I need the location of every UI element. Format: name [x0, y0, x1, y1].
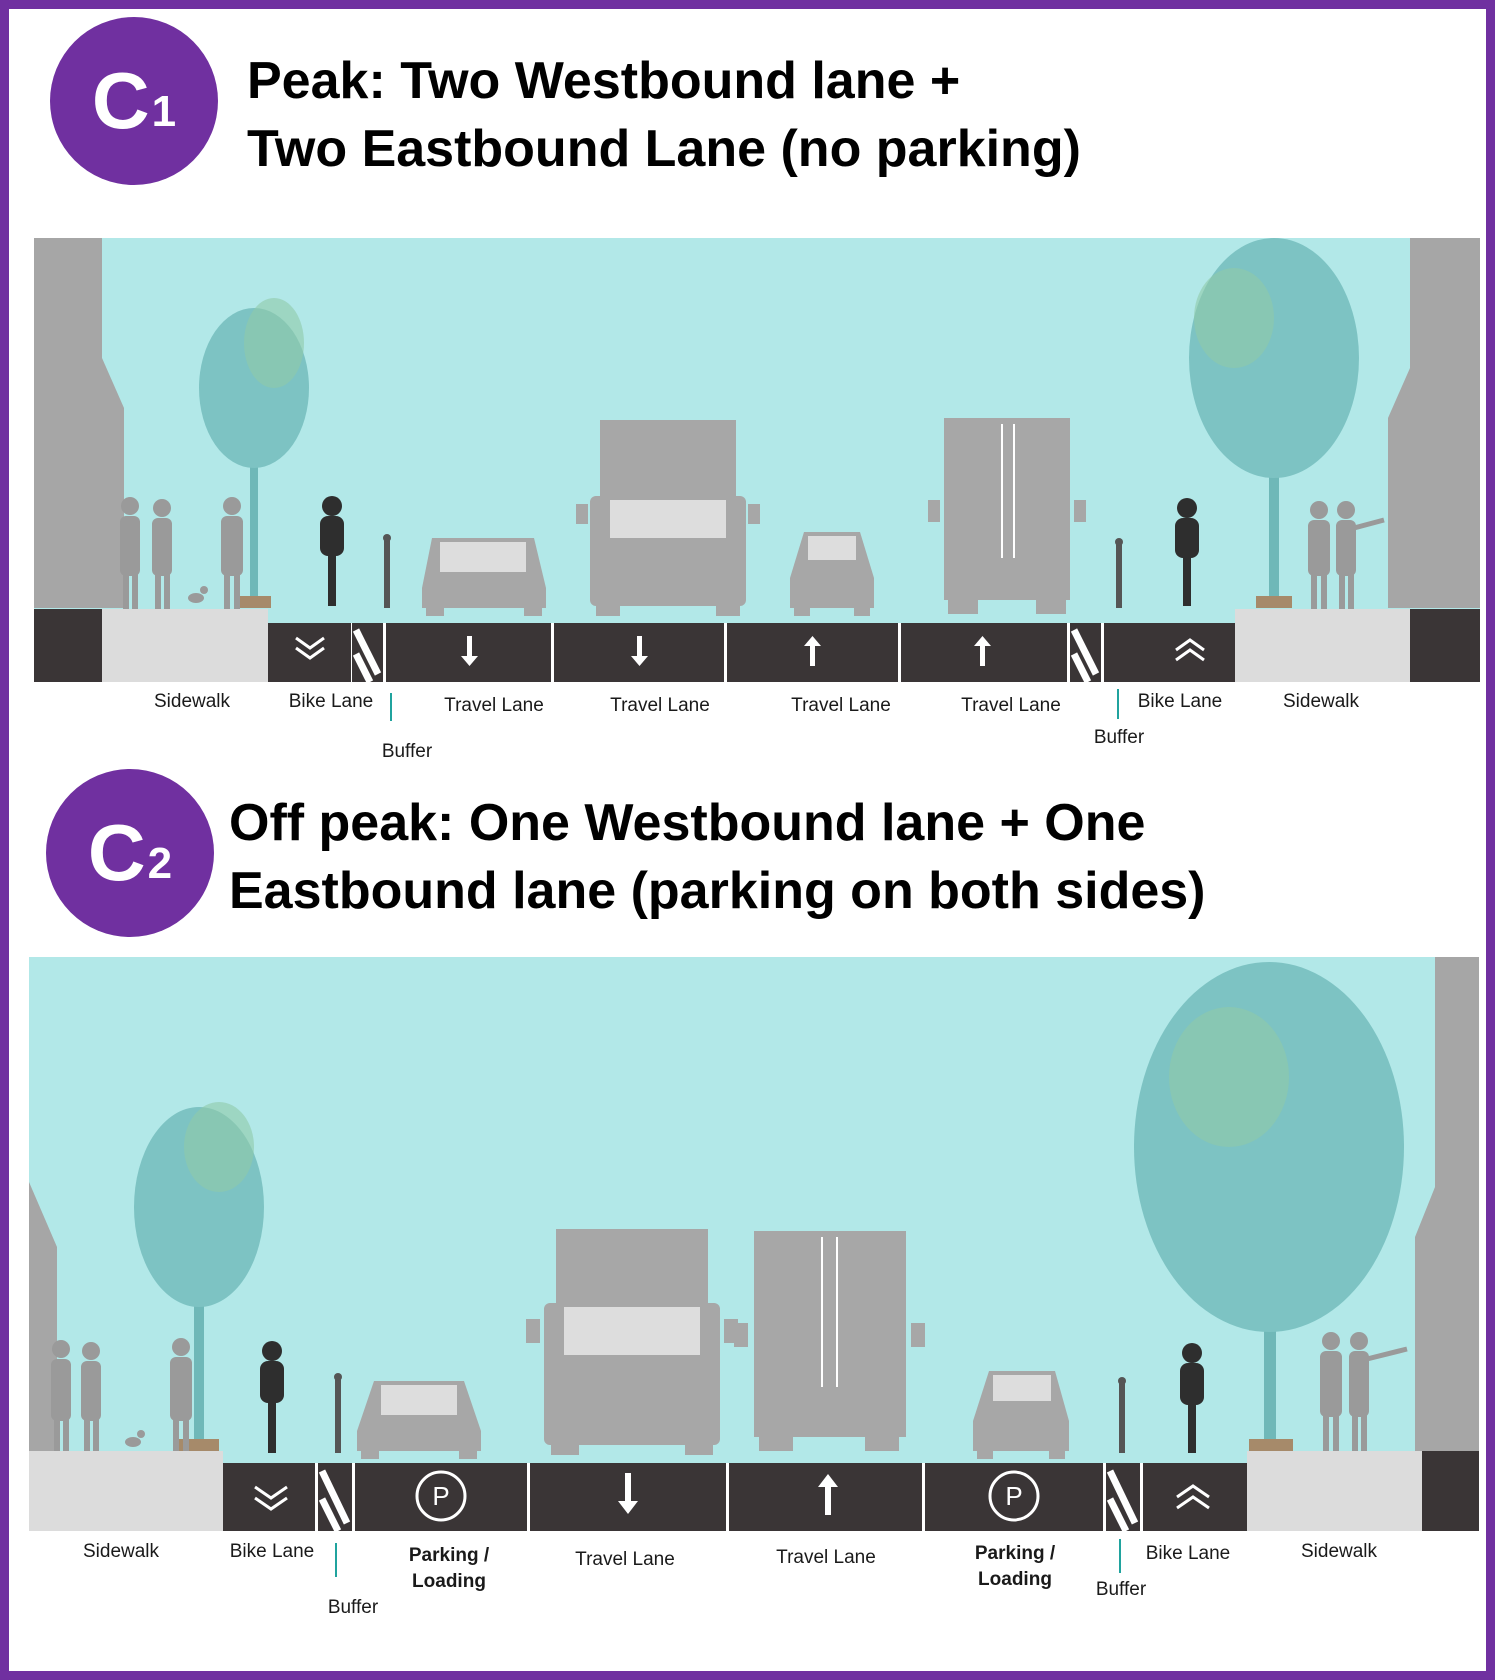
- label-buffer-right: Buffer: [1095, 1579, 1147, 1600]
- box-truck-westbound-icon: [526, 1229, 738, 1455]
- parking-icon: P: [988, 1470, 1040, 1522]
- cyclist-right-icon: [1175, 498, 1199, 606]
- street-cross-section-c2: P P: [29, 957, 1479, 1531]
- section-title-c2: Off peak: One Westbound lane + One Eastb…: [229, 789, 1206, 925]
- label-parking-loading-right: Parking / Loading: [975, 1541, 1055, 1593]
- chevron-up-icon: [1175, 638, 1205, 662]
- chevron-down-icon: [254, 1485, 288, 1511]
- parking-label-line-2: Loading: [978, 1569, 1052, 1590]
- buffer-tick-right: [1117, 689, 1119, 719]
- chevron-down-icon: [295, 636, 325, 660]
- down-arrow-icon: [461, 636, 478, 666]
- buffer-bollard-left-icon: [383, 534, 391, 608]
- sidewalk-right: [1235, 609, 1410, 682]
- sidewalk-left: [102, 609, 268, 682]
- buffer-tick-right: [1119, 1539, 1121, 1573]
- parking-label-line-1: Parking /: [408, 1545, 490, 1566]
- label-travel-lane-4: Travel Lane: [961, 695, 1061, 716]
- label-travel-lane-3: Travel Lane: [791, 695, 891, 716]
- trailer-truck-eastbound-icon: [928, 418, 1086, 614]
- pedestrians-left-icon: [51, 1338, 192, 1453]
- label-travel-lane-1: Travel Lane: [575, 1549, 675, 1570]
- parking-glyph: P: [432, 1481, 449, 1511]
- cross-section-illustration-c2: P P: [29, 957, 1479, 1531]
- tree-right-icon: [1189, 238, 1359, 608]
- bike-lane-left: [268, 623, 351, 682]
- badge-letter: C: [91, 56, 150, 145]
- pedestrians-left-icon: [120, 497, 243, 609]
- building-left: [34, 238, 124, 608]
- parking-label-line-2: Loading: [412, 1571, 486, 1592]
- label-bike-lane-right: Bike Lane: [1137, 691, 1223, 712]
- parking-label-line-1: Parking /: [974, 1543, 1056, 1564]
- title-line-1: Off peak: One Westbound lane + One: [229, 794, 1146, 852]
- label-sidewalk-left: Sidewalk: [153, 691, 231, 712]
- up-arrow-icon: [974, 636, 991, 666]
- pedestrians-right-icon: [1308, 501, 1385, 609]
- down-arrow-icon: [631, 636, 648, 666]
- label-buffer-left: Buffer: [381, 741, 433, 762]
- curb-right: [1410, 609, 1480, 682]
- building-right: [1415, 957, 1479, 1451]
- sidewalk-right: [1247, 1451, 1422, 1531]
- cyclist-left-icon: [260, 1341, 284, 1453]
- chevron-up-icon: [1176, 1484, 1210, 1510]
- parking-icon: P: [415, 1470, 467, 1522]
- building-right: [1388, 238, 1480, 608]
- buffer-bollard-right-icon: [1118, 1377, 1126, 1453]
- badge-letter: C: [87, 808, 146, 897]
- bike-lane-right: [1104, 623, 1235, 682]
- tree-right-icon: [1134, 962, 1404, 1452]
- street-cross-section-c1: [34, 238, 1480, 682]
- buffer-tick-left: [390, 693, 392, 721]
- buffer-hatch-left: [318, 1469, 351, 1531]
- label-sidewalk-right: Sidewalk: [1300, 1541, 1378, 1562]
- title-line-1: Peak: Two Westbound lane +: [247, 52, 961, 110]
- cross-section-illustration-c1: [34, 238, 1480, 682]
- parked-car-right-icon: [973, 1371, 1069, 1459]
- section-title-c1: Peak: Two Westbound lane + Two Eastbound…: [247, 47, 1081, 183]
- badge-number: 2: [147, 839, 173, 888]
- car-westbound-icon: [422, 538, 546, 616]
- buffer-tick-left: [335, 1543, 337, 1577]
- parked-car-left-icon: [357, 1381, 481, 1459]
- car-eastbound-icon: [790, 532, 874, 616]
- label-parking-loading-left: Parking / Loading: [409, 1543, 489, 1595]
- label-sidewalk-left: Sidewalk: [82, 1541, 160, 1562]
- badge-number: 1: [151, 87, 177, 136]
- buffer-hatch-left: [352, 628, 382, 682]
- parking-glyph: P: [1005, 1481, 1022, 1511]
- cyclist-right-icon: [1180, 1343, 1204, 1453]
- label-travel-lane-2: Travel Lane: [610, 695, 710, 716]
- label-bike-lane-left: Bike Lane: [229, 1541, 315, 1562]
- label-sidewalk-right: Sidewalk: [1282, 691, 1360, 712]
- tree-left-icon: [134, 1102, 264, 1452]
- cyclist-left-icon: [320, 496, 344, 606]
- down-arrow-icon: [618, 1473, 638, 1514]
- label-travel-lane-2: Travel Lane: [776, 1547, 876, 1568]
- label-travel-lane-1: Travel Lane: [444, 695, 544, 716]
- sidewalk-left: [29, 1451, 223, 1531]
- label-bike-lane-left: Bike Lane: [288, 691, 374, 712]
- label-buffer-left: Buffer: [327, 1597, 379, 1618]
- label-buffer-right: Buffer: [1093, 727, 1145, 748]
- buffer-hatch-right: [1106, 1469, 1139, 1531]
- curb-left: [34, 609, 102, 682]
- up-arrow-icon: [804, 636, 821, 666]
- building-left: [29, 1182, 57, 1451]
- label-bike-lane-right: Bike Lane: [1145, 1543, 1231, 1564]
- buffer-bollard-left-icon: [334, 1373, 342, 1453]
- up-arrow-icon: [818, 1474, 838, 1515]
- title-line-2: Eastbound lane (parking on both sides): [229, 862, 1206, 920]
- tree-left-icon: [199, 298, 309, 608]
- buffer-hatch-right: [1070, 628, 1100, 682]
- title-line-2: Two Eastbound Lane (no parking): [247, 120, 1081, 178]
- curb-right: [1422, 1451, 1479, 1531]
- buffer-bollard-right-icon: [1115, 538, 1123, 608]
- trailer-truck-eastbound-icon: [734, 1231, 925, 1451]
- pedestrians-right-icon: [1320, 1332, 1408, 1453]
- box-truck-westbound-icon: [576, 420, 760, 616]
